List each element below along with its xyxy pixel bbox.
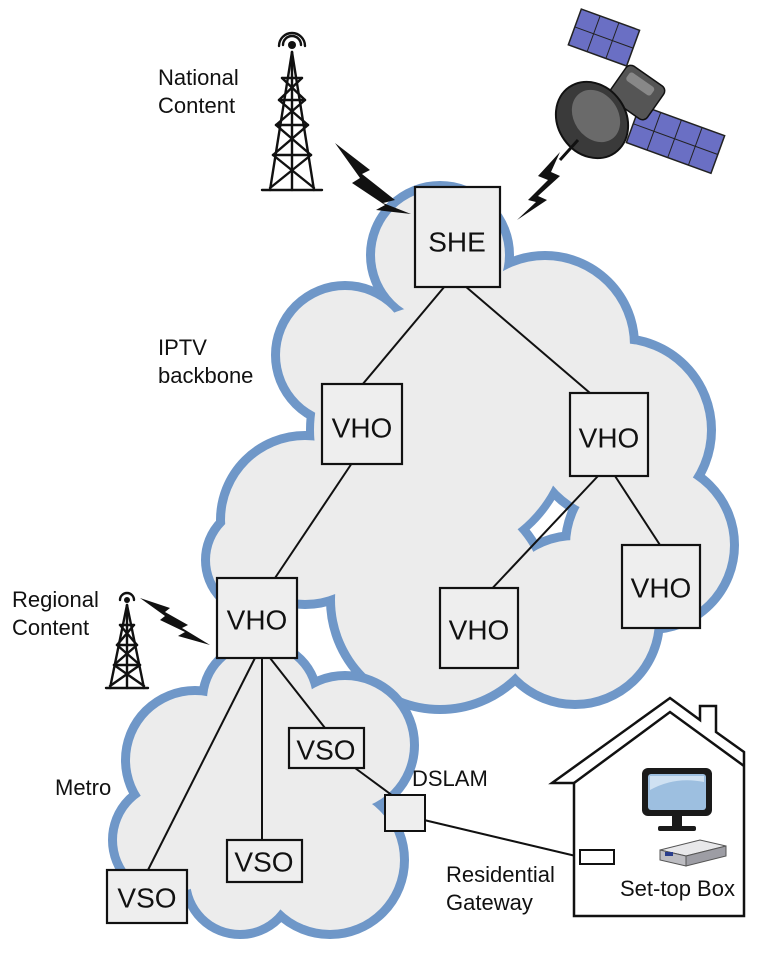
node-vso-metro-middle: VSO: [225, 838, 304, 884]
node-label: VHO: [579, 423, 640, 454]
node-she: SHE: [413, 185, 502, 289]
national-content-label: National Content: [158, 65, 245, 118]
dslam-label: DSLAM: [412, 766, 488, 791]
node-label: VSO: [117, 883, 176, 914]
node-vho-bottom-middle: VHO: [438, 586, 520, 670]
node-label: VHO: [227, 605, 288, 636]
lightning-bolt-icon: [140, 598, 210, 645]
node-label: VHO: [332, 413, 393, 444]
regional-content-label: Regional Content: [12, 587, 105, 640]
node-vso-metro-left: VSO: [105, 868, 189, 925]
link-dslam-gateway: [423, 819, 581, 858]
node-label: VSO: [234, 847, 293, 878]
national-tower-icon: [260, 31, 324, 192]
monitor-icon: [642, 768, 712, 831]
node-label: VHO: [449, 615, 510, 646]
residential-gateway-icon: [579, 849, 615, 865]
residential-gateway-label: Residential Gateway: [446, 862, 561, 915]
lightning-bolt-icon: [517, 152, 560, 220]
link-vho-regional-vso-top: [269, 657, 326, 729]
dslam-box: [384, 794, 426, 832]
node-vso-metro-top: VSO: [287, 726, 366, 770]
node-label: VHO: [631, 573, 692, 604]
set-top-box-icon: [659, 839, 727, 867]
node-vho-top-right: VHO: [568, 391, 650, 478]
iptv-backbone-label: IPTV backbone: [158, 335, 253, 388]
node-vho-top-left: VHO: [320, 382, 404, 466]
metro-label: Metro: [55, 775, 111, 800]
node-vho-regional: VHO: [215, 576, 299, 660]
node-label: VSO: [296, 735, 355, 766]
node-vho-bottom-right: VHO: [620, 543, 702, 630]
regional-tower-icon: [104, 591, 150, 690]
set-top-box-label: Set-top Box: [620, 876, 735, 901]
link-she-vho-top-left: [361, 285, 446, 386]
link-she-vho-top-right: [464, 285, 591, 394]
satellite-icon: [554, 8, 726, 175]
link-vho-top-right-vho-bottom-right: [614, 475, 661, 546]
link-vho-top-left-vho-regional: [274, 462, 353, 579]
link-vho-regional-vso-left: [147, 657, 256, 871]
lightning-bolt-icon: [335, 143, 411, 214]
link-vso-top-dslam: [354, 767, 394, 797]
node-label: SHE: [428, 227, 486, 258]
